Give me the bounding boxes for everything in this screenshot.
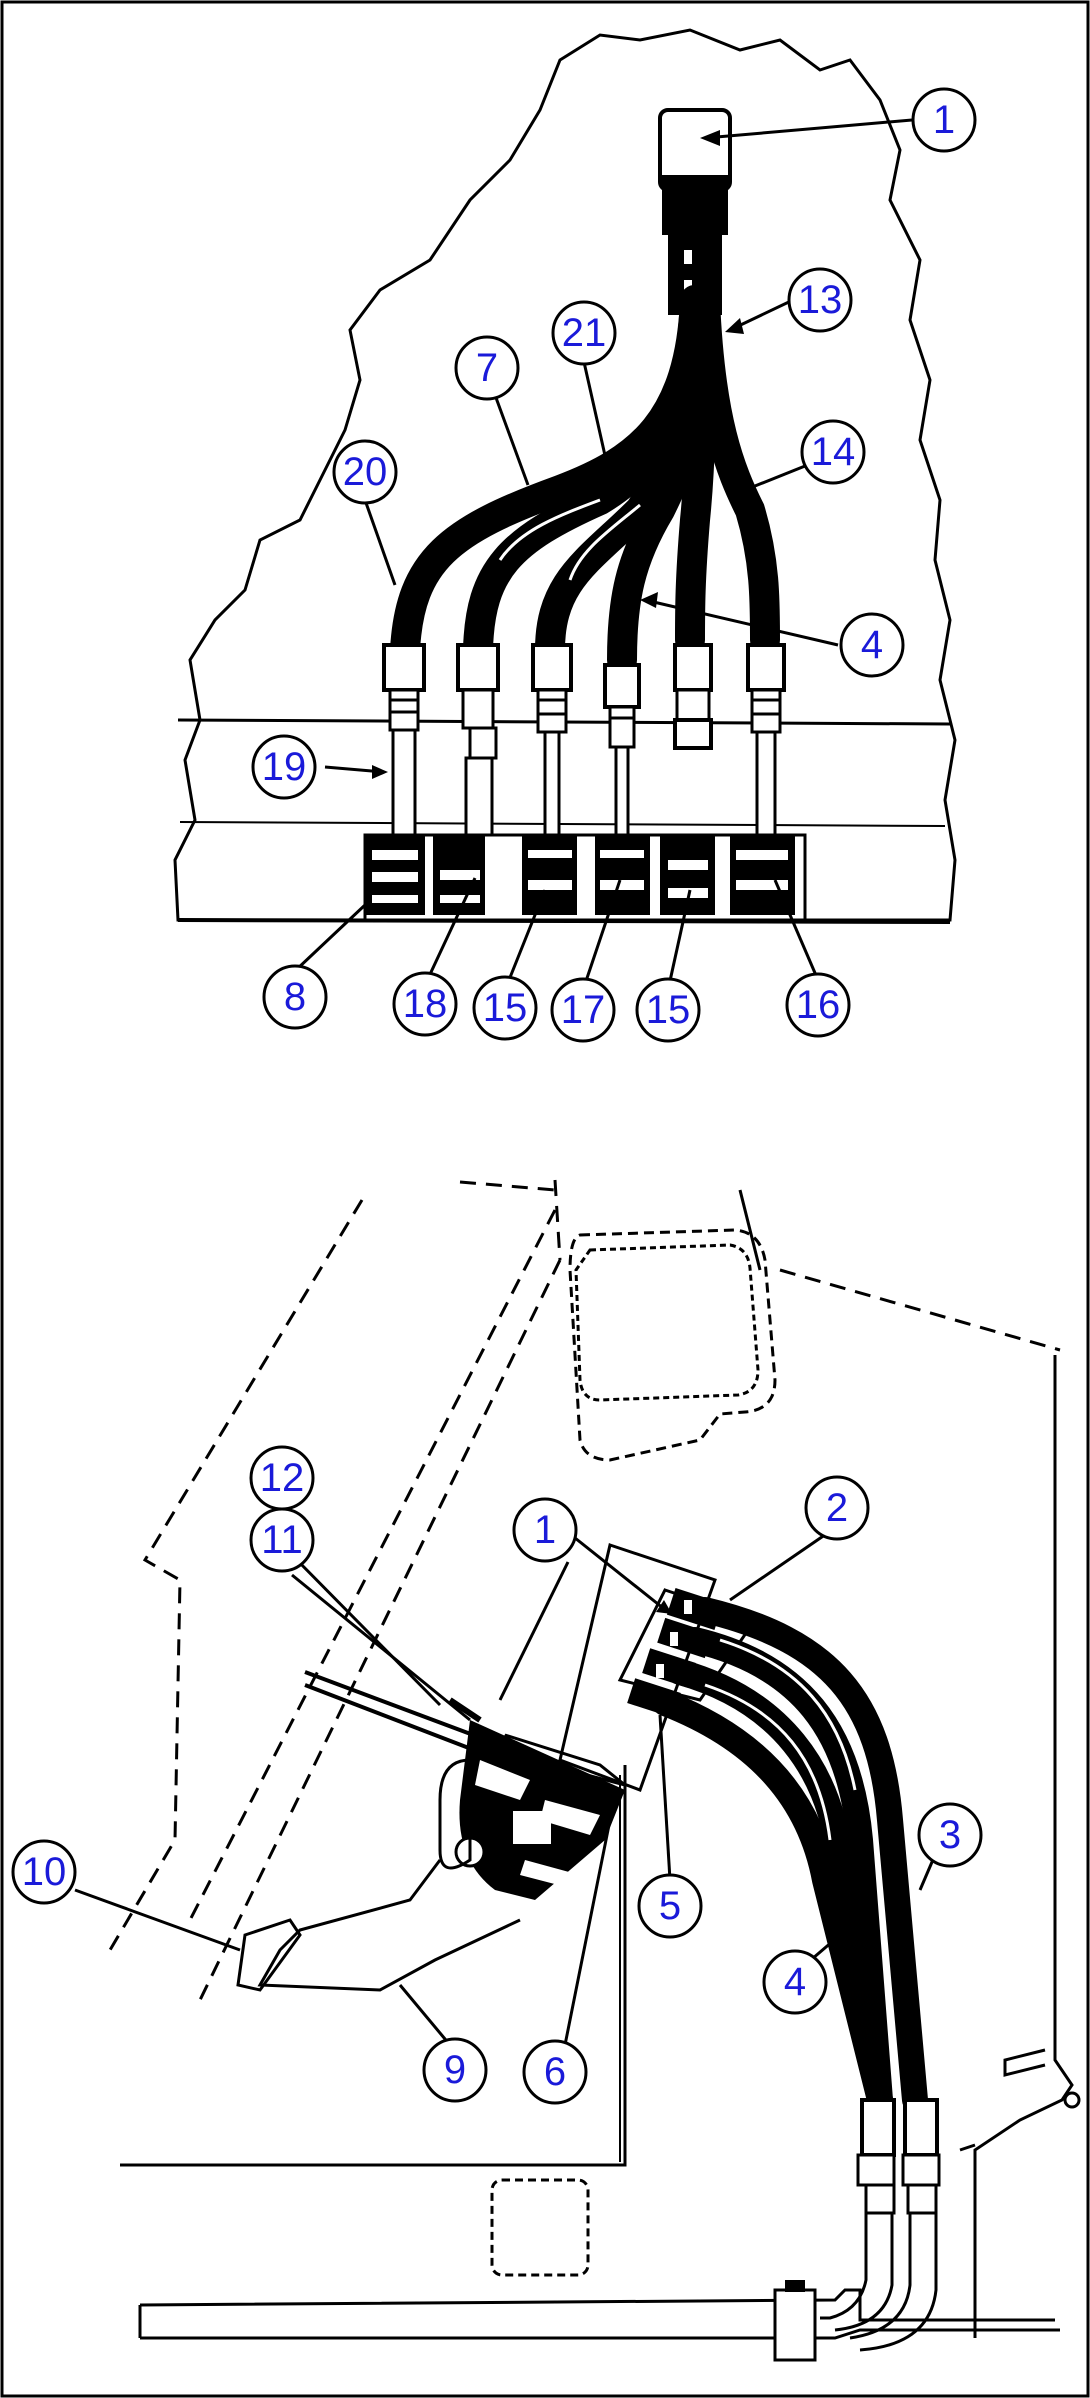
callout-label: 9 xyxy=(444,2048,466,2092)
callout-b6: 6 xyxy=(522,2039,588,2105)
lever-arm xyxy=(257,1859,521,1992)
bottom-hoses xyxy=(652,1597,928,2113)
callout-label: 3 xyxy=(939,1813,961,1857)
callout-label: 17 xyxy=(561,988,606,1032)
lower-dashed-box xyxy=(490,2178,590,2277)
callout-t21: 21 xyxy=(551,300,617,366)
callout-b2: 2 xyxy=(804,1475,870,1541)
callout-label: 12 xyxy=(260,1456,305,1500)
callout-label: 15 xyxy=(483,986,528,1030)
top-cloud-outline xyxy=(173,28,957,922)
callout-b4: 4 xyxy=(762,1949,828,2015)
callout-label: 13 xyxy=(798,278,843,322)
left-panel-outline xyxy=(120,1765,627,2167)
top-leaders xyxy=(294,118,913,991)
floor-plate xyxy=(139,2288,1055,2322)
callout-t14: 14 xyxy=(800,419,866,485)
callout-t13: 13 xyxy=(787,267,853,333)
callout-b10: 10 xyxy=(11,1839,77,1905)
callout-label: 14 xyxy=(811,430,856,474)
bottom-fittings xyxy=(773,2098,941,2362)
callout-label: 16 xyxy=(796,983,841,1027)
callout-b1: 1 xyxy=(512,1497,578,1563)
top-view: 1 13 21 7 14 20 4 19 xyxy=(173,28,977,1043)
callout-label: 19 xyxy=(262,745,307,789)
callout-label: 1 xyxy=(933,98,955,142)
right-wall xyxy=(973,1355,1074,2338)
control-valve xyxy=(236,1543,717,1992)
callout-label: 5 xyxy=(659,1884,681,1928)
callout-b5: 5 xyxy=(637,1873,703,1939)
bottom-view: 12 11 1 2 3 10 5 4 xyxy=(11,1179,1081,2362)
dashed-post xyxy=(553,1179,562,1261)
callout-t7: 7 xyxy=(454,335,520,401)
connector-body xyxy=(662,175,728,235)
dashed-outline-right xyxy=(198,1259,562,2001)
callout-t19: 19 xyxy=(251,734,317,800)
callout-t17: 17 xyxy=(550,977,616,1043)
callout-label: 7 xyxy=(476,346,498,390)
dashed-top-line xyxy=(459,1180,556,1192)
callout-t20: 20 xyxy=(332,439,398,505)
callout-label: 10 xyxy=(22,1850,67,1894)
callout-label: 20 xyxy=(343,450,388,494)
callout-label: 15 xyxy=(646,988,691,1032)
upper-panel xyxy=(568,1228,777,1462)
callout-t1: 1 xyxy=(911,87,977,153)
callout-b11: 11 xyxy=(249,1507,315,1573)
callout-t15a: 15 xyxy=(472,975,538,1041)
callout-label: 21 xyxy=(562,311,607,355)
valve-bank xyxy=(363,833,807,922)
callout-b3: 3 xyxy=(917,1802,983,1868)
dashed-outline-left xyxy=(108,1199,364,1951)
callout-label: 8 xyxy=(284,975,306,1019)
callout-label: 1 xyxy=(534,1508,556,1552)
dashed-top-right-line xyxy=(779,1268,1061,1352)
callout-b12: 12 xyxy=(249,1445,315,1511)
callout-label: 6 xyxy=(544,2050,566,2094)
callout-label: 11 xyxy=(261,1518,303,1562)
callout-label: 4 xyxy=(784,1960,806,2004)
dashed-outline-mid xyxy=(188,1209,557,1921)
top-hoses xyxy=(390,285,780,675)
upper-panel-inner xyxy=(574,1243,760,1402)
callout-t15b: 15 xyxy=(635,977,701,1043)
callout-label: 4 xyxy=(861,623,883,667)
callout-t8: 8 xyxy=(262,964,328,1030)
callout-t16: 16 xyxy=(785,972,851,1038)
callout-b9: 9 xyxy=(422,2037,488,2103)
plate-line-lower xyxy=(179,821,946,827)
callout-label: 18 xyxy=(403,982,448,1026)
callout-label: 2 xyxy=(826,1486,848,1530)
callout-t18: 18 xyxy=(392,971,458,1037)
callout-t4: 4 xyxy=(839,612,905,678)
